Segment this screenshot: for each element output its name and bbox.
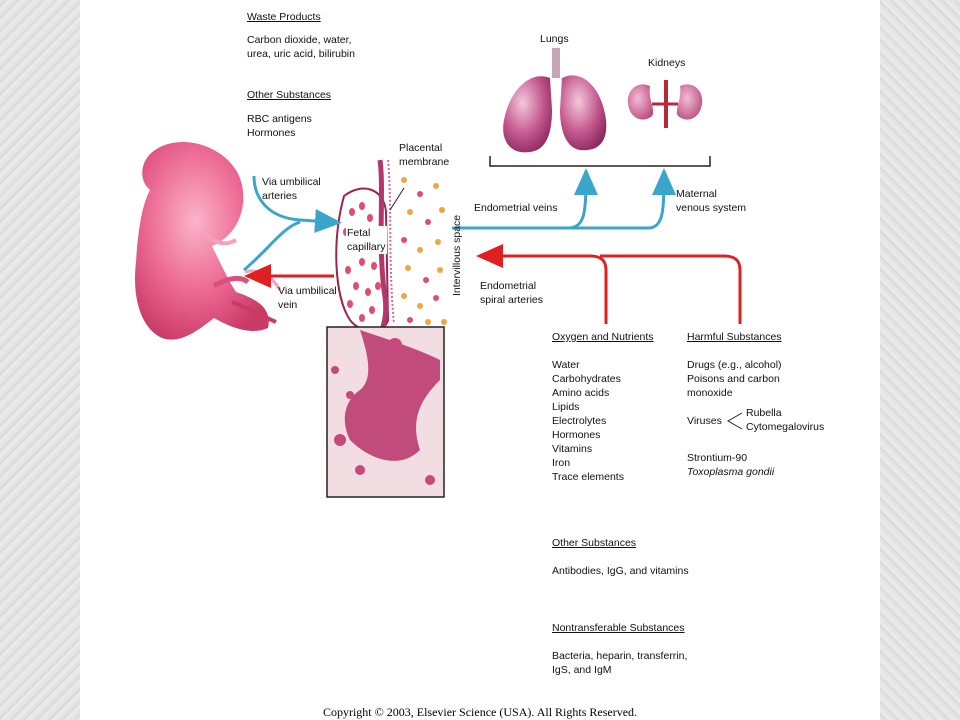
other-top-list: RBC antigens Hormones xyxy=(247,112,312,140)
intervillous-space-label: Intervillous space xyxy=(451,214,463,296)
toxoplasma-label: Toxoplasma gondii xyxy=(687,466,775,478)
placental-membrane-label: Placental membrane xyxy=(399,141,449,169)
waste-heading: Waste Products xyxy=(247,11,321,23)
organ-bracket xyxy=(489,156,711,167)
strontium-label: Strontium-90 xyxy=(687,452,748,464)
other-bottom-text: Antibodies, IgG, and vitamins xyxy=(552,565,689,577)
copyright-notice: Copyright © 2003, Elsevier Science (USA)… xyxy=(322,705,638,719)
label-line: vein xyxy=(278,299,298,311)
oxygen-heading: Oxygen and Nutrients xyxy=(552,331,654,343)
fetus-illustration xyxy=(135,142,282,340)
nontransferable-line: Bacteria, heparin, transferrin, xyxy=(552,650,688,662)
label-line: Fetal xyxy=(347,227,371,239)
harmful-line: monoxide xyxy=(687,387,733,399)
label-line: Maternal xyxy=(676,188,717,200)
harmful-line: Poisons and carbon xyxy=(687,373,780,385)
harmful-list: Drugs (e.g., alcohol) Poisons and carbon… xyxy=(687,358,782,400)
oxygen-list: Water Carbohydrates Amino acids Lipids E… xyxy=(552,358,624,484)
virus-bracket xyxy=(726,412,743,430)
label-line: arteries xyxy=(262,190,298,202)
maternal-blood-particles xyxy=(401,177,447,325)
oxygen-item: Vitamins xyxy=(552,443,593,455)
kidneys-illustration xyxy=(627,80,703,128)
oxygen-item: Trace elements xyxy=(552,471,624,483)
placenta-micrograph xyxy=(326,326,445,498)
membrane-leader-line xyxy=(389,187,405,211)
viruses-label: Viruses xyxy=(687,415,722,427)
waste-line: urea, uric acid, bilirubin xyxy=(247,48,355,60)
label-line: spiral arteries xyxy=(480,294,544,306)
oxygen-item: Iron xyxy=(552,457,571,469)
figure-panel xyxy=(132,0,828,702)
virus-list: Rubella Cytomegalovirus xyxy=(746,406,824,434)
label-line: Via umbilical xyxy=(278,285,337,297)
nontransferable-line: IgS, and IgM xyxy=(552,664,612,676)
label-line: Endometrial xyxy=(480,280,537,292)
red-flow-arrows xyxy=(244,244,742,324)
lungs-label: Lungs xyxy=(540,33,569,45)
label-line: capillary xyxy=(347,241,386,253)
oxygen-item: Lipids xyxy=(552,401,580,413)
other-bottom-heading: Other Substances xyxy=(552,537,637,549)
label-line: Placental xyxy=(399,142,443,154)
harmful-line: Drugs (e.g., alcohol) xyxy=(687,359,782,371)
waste-line: Carbon dioxide, water, xyxy=(247,34,352,46)
maternal-venous-system-label: Maternal venous system xyxy=(676,187,746,215)
label-line: membrane xyxy=(399,156,450,168)
other-top-heading: Other Substances xyxy=(247,89,332,101)
other-top-line: Hormones xyxy=(247,127,296,139)
endometrial-spiral-arteries-label: Endometrial spiral arteries xyxy=(480,279,543,307)
endometrial-veins-label: Endometrial veins xyxy=(474,202,558,214)
fetal-capillary-label: Fetal capillary xyxy=(346,226,387,254)
virus-item: Cytomegalovirus xyxy=(746,421,825,433)
virus-item: Rubella xyxy=(746,407,782,419)
oxygen-item: Hormones xyxy=(552,429,601,441)
label-line: Via umbilical xyxy=(262,176,321,188)
via-umbilical-arteries-label: Via umbilical arteries xyxy=(262,175,321,203)
left-texture-border xyxy=(0,0,80,720)
oxygen-item: Carbohydrates xyxy=(552,373,621,385)
nontransferable-heading: Nontransferable Substances xyxy=(552,622,685,634)
label-line: venous system xyxy=(676,202,747,214)
oxygen-item: Water xyxy=(552,359,580,371)
harmful-heading: Harmful Substances xyxy=(687,331,782,343)
other-top-line: RBC antigens xyxy=(247,113,312,125)
nontransferable-list: Bacteria, heparin, transferrin, IgS, and… xyxy=(552,649,687,677)
oxygen-item: Electrolytes xyxy=(552,415,607,427)
kidneys-label: Kidneys xyxy=(648,57,686,69)
via-umbilical-vein-label: Via umbilical vein xyxy=(278,284,337,312)
right-texture-border xyxy=(880,0,960,720)
oxygen-item: Amino acids xyxy=(552,387,610,399)
lungs-illustration xyxy=(503,48,607,153)
waste-list: Carbon dioxide, water, urea, uric acid, … xyxy=(247,33,355,61)
blue-flow-arrows xyxy=(243,168,676,272)
